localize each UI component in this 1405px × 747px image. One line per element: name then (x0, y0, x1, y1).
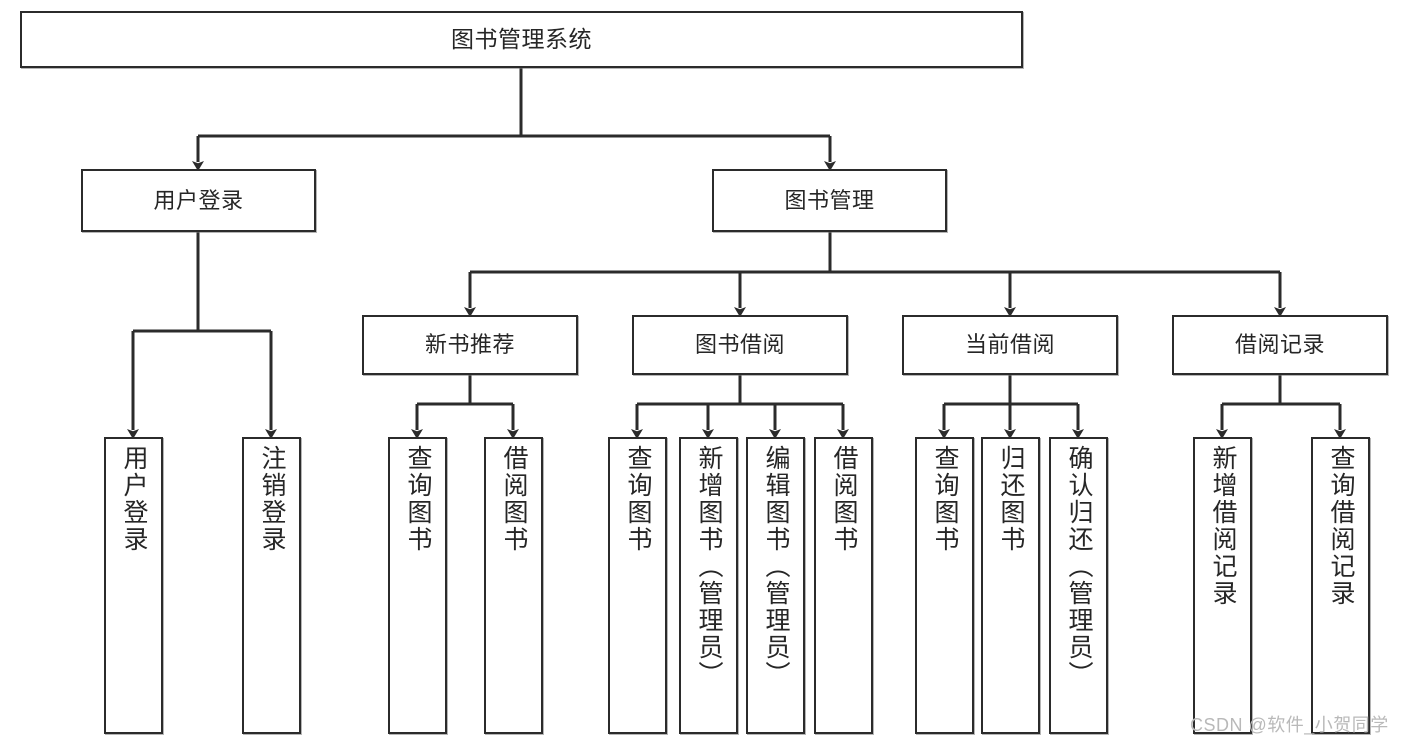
node-query-book-1[interactable]: 查询图书 (388, 437, 447, 734)
node-borrow-book-2[interactable]: 借阅图书 (814, 437, 873, 734)
node-borrow-book-1-label: 借阅图书 (500, 445, 528, 553)
node-edit-book-admin-label: 编辑图书（管理员） (762, 445, 790, 688)
node-add-book-admin-label: 新增图书（管理员） (695, 445, 723, 688)
node-return-book[interactable]: 归还图书 (981, 437, 1040, 734)
node-current-borrow[interactable]: 当前借阅 (902, 315, 1118, 375)
node-query-book-2[interactable]: 查询图书 (608, 437, 667, 734)
node-root-system[interactable]: 图书管理系统 (20, 11, 1023, 68)
node-add-borrow-record[interactable]: 新增借阅记录 (1193, 437, 1252, 734)
node-book-management[interactable]: 图书管理 (712, 169, 947, 232)
node-query-book-1-label: 查询图书 (404, 445, 432, 553)
node-confirm-return-admin-label: 确认归还（管理员） (1065, 445, 1093, 688)
node-user-logout-action[interactable]: 注销登录 (242, 437, 301, 734)
node-user-login[interactable]: 用户登录 (81, 169, 316, 232)
node-new-book-recommend-label: 新书推荐 (424, 332, 515, 358)
csdn-watermark: CSDN @软件_小贺同学 (1190, 715, 1389, 735)
node-edit-book-admin[interactable]: 编辑图书（管理员） (746, 437, 805, 734)
node-user-login-action[interactable]: 用户登录 (104, 437, 163, 734)
node-book-borrow[interactable]: 图书借阅 (632, 315, 848, 375)
node-book-borrow-label: 图书借阅 (694, 332, 785, 358)
node-borrow-book-1[interactable]: 借阅图书 (484, 437, 543, 734)
node-new-book-recommend[interactable]: 新书推荐 (362, 315, 578, 375)
node-borrow-record-label: 借阅记录 (1234, 332, 1325, 358)
node-user-login-action-label: 用户登录 (120, 445, 148, 553)
node-return-book-label: 归还图书 (997, 445, 1025, 553)
node-current-borrow-label: 当前借阅 (964, 332, 1055, 358)
node-add-book-admin[interactable]: 新增图书（管理员） (679, 437, 738, 734)
node-user-login-label: 用户登录 (153, 187, 244, 213)
node-query-book-3-label: 查询图书 (931, 445, 959, 553)
node-query-book-3[interactable]: 查询图书 (915, 437, 974, 734)
node-root-system-label: 图书管理系统 (451, 26, 592, 53)
node-borrow-book-2-label: 借阅图书 (830, 445, 858, 553)
node-add-borrow-record-label: 新增借阅记录 (1209, 445, 1237, 607)
node-query-book-2-label: 查询图书 (624, 445, 652, 553)
node-borrow-record[interactable]: 借阅记录 (1172, 315, 1388, 375)
node-confirm-return-admin[interactable]: 确认归还（管理员） (1049, 437, 1108, 734)
node-query-borrow-record-label: 查询借阅记录 (1327, 445, 1355, 607)
node-query-borrow-record[interactable]: 查询借阅记录 (1311, 437, 1370, 734)
node-book-management-label: 图书管理 (784, 187, 875, 213)
node-user-logout-action-label: 注销登录 (258, 445, 286, 553)
